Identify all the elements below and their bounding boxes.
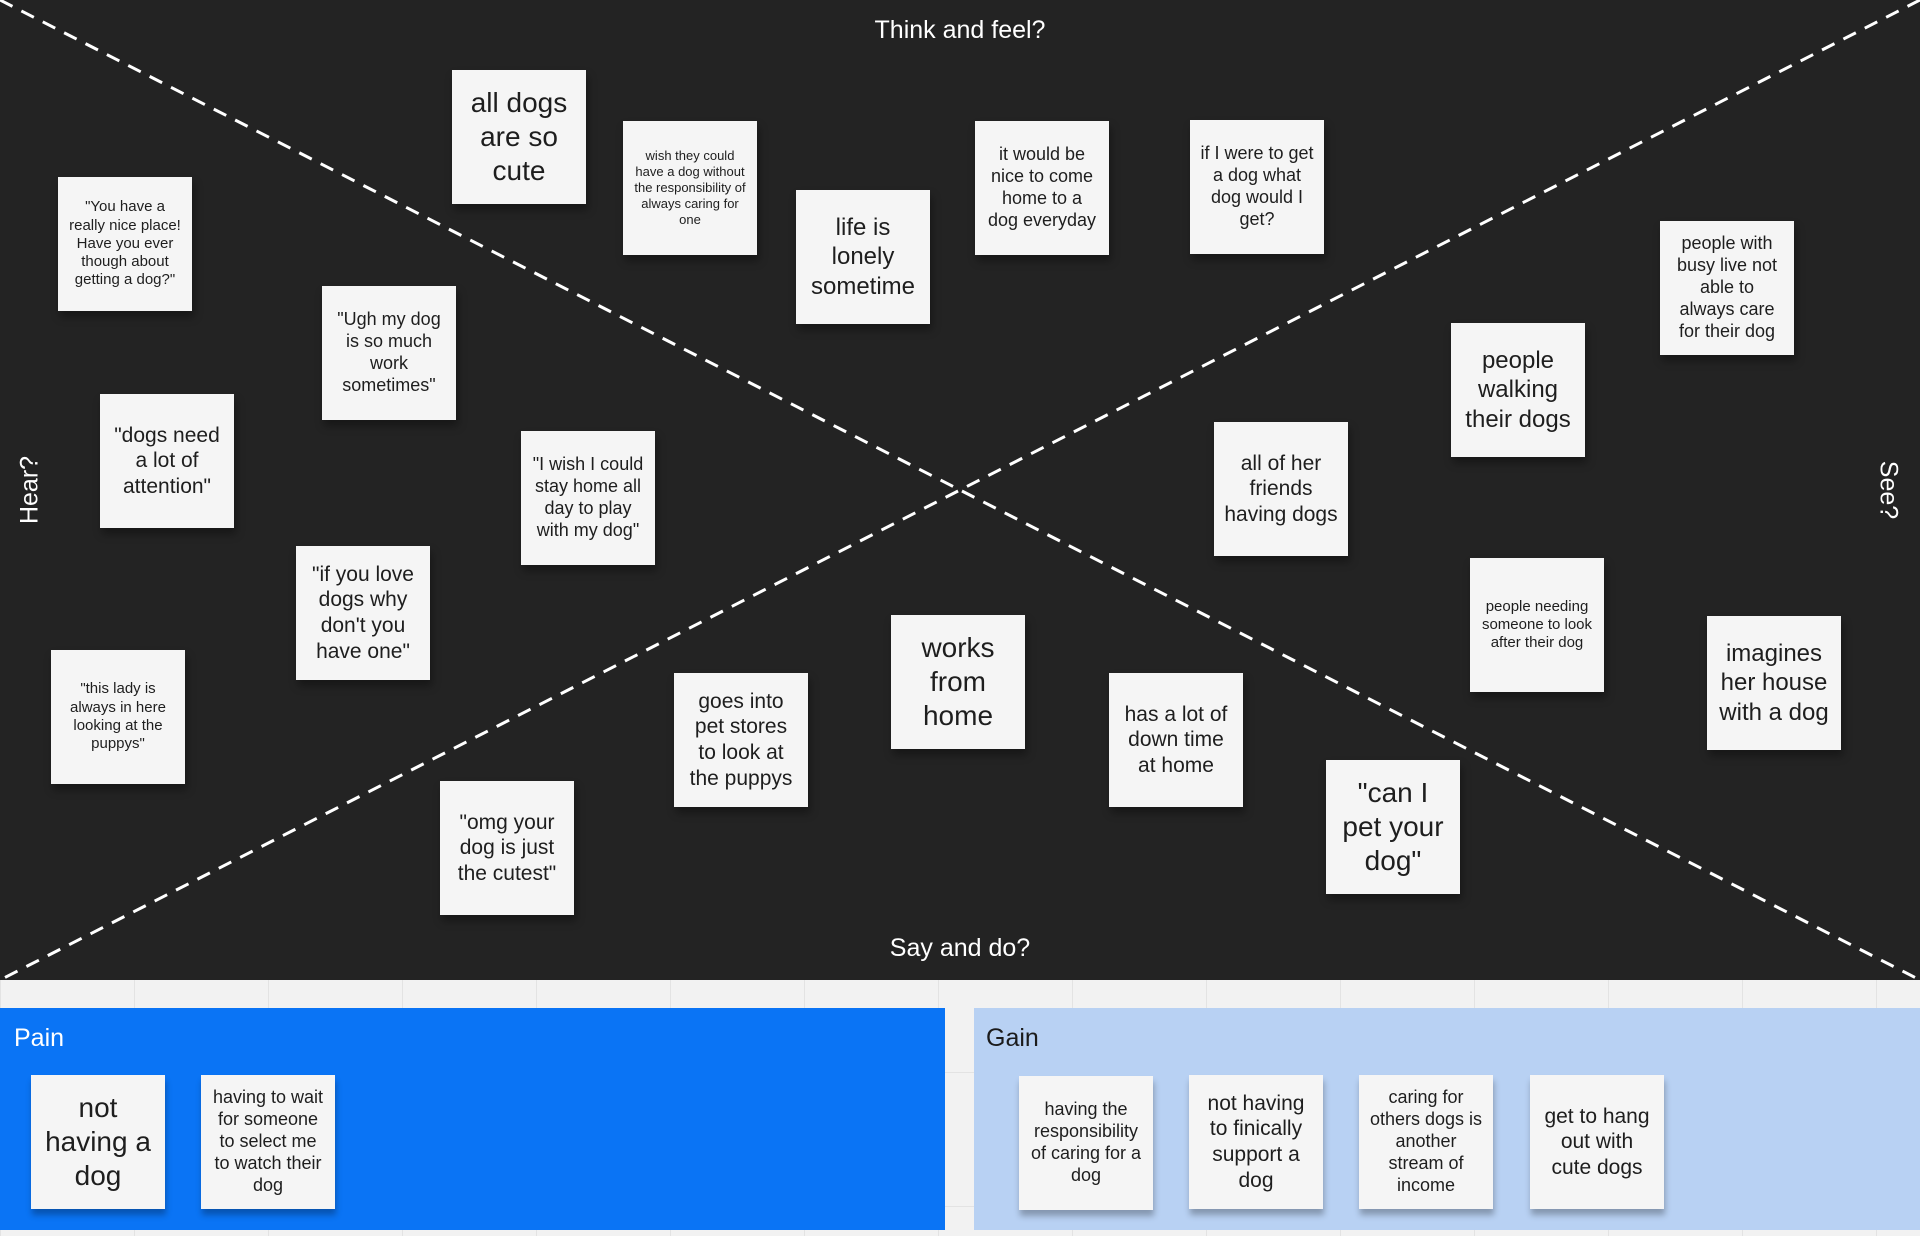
sticky-note[interactable]: people needing someone to look after the…: [1470, 558, 1604, 692]
quadrant-divider-lines: [0, 0, 1920, 980]
pain-panel: Pain not having a dog having to wait for…: [0, 1008, 945, 1230]
sticky-note[interactable]: "You have a really nice place! Have you …: [58, 177, 192, 311]
hear-label: Hear?: [15, 455, 44, 525]
sticky-note[interactable]: "Ugh my dog is so much work sometimes": [322, 286, 456, 420]
sticky-note[interactable]: not having to finically support a dog: [1189, 1075, 1323, 1209]
sticky-note[interactable]: people walking their dogs: [1451, 323, 1585, 457]
sticky-note[interactable]: imagines her house with a dog: [1707, 616, 1841, 750]
think-and-feel-label: Think and feel?: [874, 16, 1046, 44]
sticky-note[interactable]: all of her friends having dogs: [1214, 422, 1348, 556]
sticky-note[interactable]: wish they could have a dog without the r…: [623, 121, 757, 255]
pain-title: Pain: [14, 1024, 65, 1052]
sticky-note[interactable]: it would be nice to come home to a dog e…: [975, 121, 1109, 255]
sticky-note[interactable]: "omg your dog is just the cutest": [440, 781, 574, 915]
sticky-note[interactable]: has a lot of down time at home: [1109, 673, 1243, 807]
see-label: See?: [1874, 460, 1903, 520]
sticky-note[interactable]: get to hang out with cute dogs: [1530, 1075, 1664, 1209]
sticky-note[interactable]: having to wait for someone to select me …: [201, 1075, 335, 1209]
sticky-note[interactable]: all dogs are so cute: [452, 70, 586, 204]
empathy-map-board: Think and feel? Say and do? Hear? See? a…: [0, 0, 1920, 980]
sticky-note[interactable]: life is lonely sometime: [796, 190, 930, 324]
sticky-note[interactable]: not having a dog: [31, 1075, 165, 1209]
sticky-note[interactable]: works from home: [891, 615, 1025, 749]
sticky-note[interactable]: if I were to get a dog what dog would I …: [1190, 120, 1324, 254]
sticky-note[interactable]: goes into pet stores to look at the pupp…: [674, 673, 808, 807]
sticky-note[interactable]: "dogs need a lot of attention": [100, 394, 234, 528]
gain-panel: Gain having the responsibility of caring…: [974, 1008, 1920, 1230]
sticky-note[interactable]: "if you love dogs why don't you have one…: [296, 546, 430, 680]
sticky-note[interactable]: "can I pet your dog": [1326, 760, 1460, 894]
sticky-note[interactable]: "this lady is always in here looking at …: [51, 650, 185, 784]
sticky-note[interactable]: having the responsibility of caring for …: [1019, 1076, 1153, 1210]
sticky-note[interactable]: people with busy live not able to always…: [1660, 221, 1794, 355]
gain-title: Gain: [986, 1024, 1039, 1052]
sticky-note[interactable]: caring for others dogs is another stream…: [1359, 1075, 1493, 1209]
sticky-note[interactable]: "I wish I could stay home all day to pla…: [521, 431, 655, 565]
say-and-do-label: Say and do?: [889, 934, 1031, 962]
